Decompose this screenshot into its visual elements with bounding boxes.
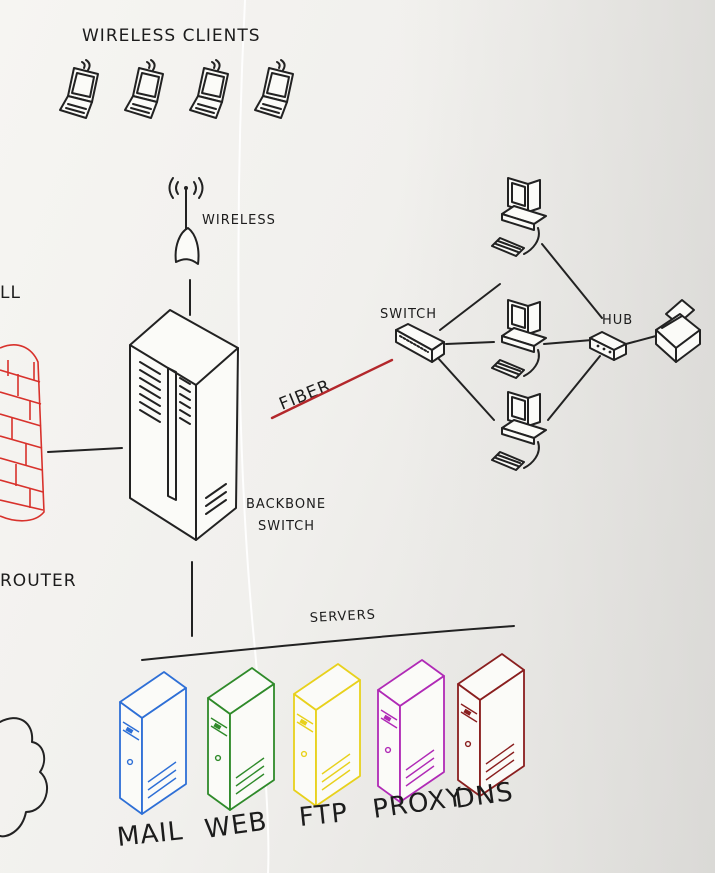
server-icon (457, 653, 525, 797)
server-icon (293, 663, 361, 807)
laptop-icon (59, 59, 99, 119)
server-icon (207, 667, 275, 811)
hub-label: HUB (602, 313, 633, 328)
switch-label: SWITCH (380, 307, 437, 322)
wireless-antenna-icon (168, 177, 204, 265)
wireless-clients-group (59, 59, 294, 119)
fiber-link-line (270, 358, 394, 420)
backbone-label-line1: BACKBONE (246, 497, 326, 512)
desktop-computer-icon (491, 391, 547, 471)
wireless-clients-label: WIRELESS CLIENTS (82, 26, 261, 46)
network-hub-icon (589, 331, 627, 361)
network-switch-icon (395, 323, 445, 363)
wireless-label: WIRELESS (202, 213, 276, 228)
cloud-icon (0, 717, 49, 838)
server-label: MAIL (116, 816, 185, 853)
backbone-label-line2: SWITCH (258, 519, 315, 534)
fiber-label: FIBER (276, 376, 334, 415)
printer-icon (655, 299, 701, 363)
brick-wall-icon (0, 344, 45, 522)
servers-bus-line (141, 625, 515, 661)
laptop-icon (254, 59, 294, 119)
lan-connections (437, 243, 657, 421)
firewall-label: LL (0, 283, 21, 303)
rack-switch-icon (129, 309, 239, 541)
server-label: FTP (298, 798, 350, 833)
laptop-icon (189, 59, 229, 119)
router-label: ROUTER (0, 571, 77, 591)
board-reflection-line (237, 0, 270, 873)
server-label: WEB (203, 806, 270, 844)
desktop-computer-icon (491, 299, 547, 379)
servers-label: SERVERS (309, 608, 376, 626)
server-icon (377, 659, 445, 803)
firewall-backbone-link (47, 447, 123, 453)
server-group: MAIL WEB FTP PROXY (116, 653, 525, 853)
server-icon (119, 671, 187, 815)
laptop-icon (124, 59, 164, 119)
background-window-reflection (400, 0, 715, 873)
desktop-computer-icon (491, 177, 547, 257)
